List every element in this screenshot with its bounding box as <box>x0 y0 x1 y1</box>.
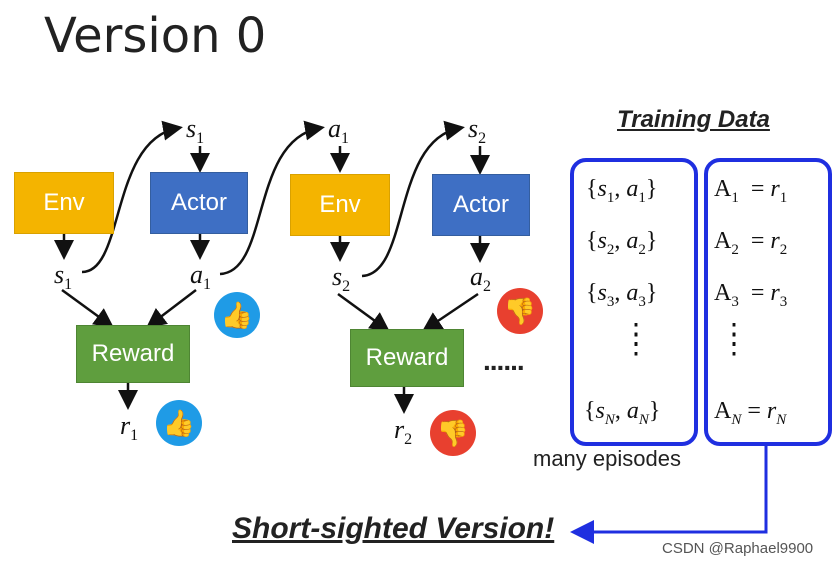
entry-AN: AN = rN <box>714 398 787 428</box>
training-data-title: Training Data <box>617 106 770 133</box>
actor-label-2: Actor <box>452 191 509 218</box>
env-label-1: Env <box>43 189 85 216</box>
var-a2: a2 <box>470 262 491 296</box>
watermark: CSDN @Raphael9900 <box>662 540 814 557</box>
env-label-2: Env <box>319 191 361 218</box>
var-s2: s2 <box>332 262 351 296</box>
var-s1-top: s1 <box>186 114 205 148</box>
reward-label-1: Reward <box>91 340 175 367</box>
env-box-1: Env <box>14 172 114 234</box>
page-title: Version 0 <box>44 8 267 64</box>
thumbs-up-icon: 👍 <box>214 292 260 338</box>
var-s2-top: s2 <box>468 114 487 148</box>
var-r2: r2 <box>394 415 413 449</box>
advantage-panel <box>704 158 832 446</box>
entry-A2: A2 = r2 <box>714 228 788 258</box>
var-s1: s1 <box>54 260 73 294</box>
entry-sN-aN: {sN, aN} <box>584 398 661 428</box>
env-box-2: Env <box>290 174 390 236</box>
entry-vdots-left: ⋮⋮ <box>622 319 650 360</box>
entry-s2-a2: {s2, a2} <box>586 228 658 258</box>
reward-box-1: Reward <box>76 325 190 383</box>
state-action-panel <box>570 158 698 446</box>
reward-label-2: Reward <box>365 344 449 371</box>
thumbs-down-icon: 👎 <box>430 410 476 456</box>
actor-box-1: Actor <box>150 172 248 234</box>
entry-s3-a3: {s3, a3} <box>586 280 658 310</box>
short-sighted-label: Short-sighted Version! <box>232 512 555 545</box>
actor-label-1: Actor <box>170 189 227 216</box>
reward-box-2: Reward <box>350 329 464 387</box>
entry-A1: A1 = r1 <box>714 176 788 206</box>
entry-s1-a1: {s1, a1} <box>586 176 658 206</box>
entry-A3: A3 = r3 <box>714 280 788 310</box>
var-a1-top: a1 <box>328 114 349 148</box>
actor-box-2: Actor <box>432 174 530 236</box>
thumbs-up-icon: 👍 <box>156 400 202 446</box>
var-r1: r1 <box>120 411 139 445</box>
ellipsis: ...... <box>483 345 525 376</box>
many-episodes-label: many episodes <box>533 446 681 471</box>
thumbs-down-icon: 👎 <box>497 288 543 334</box>
entry-vdots-right: ⋮⋮ <box>720 319 748 360</box>
var-a1: a1 <box>190 260 211 294</box>
